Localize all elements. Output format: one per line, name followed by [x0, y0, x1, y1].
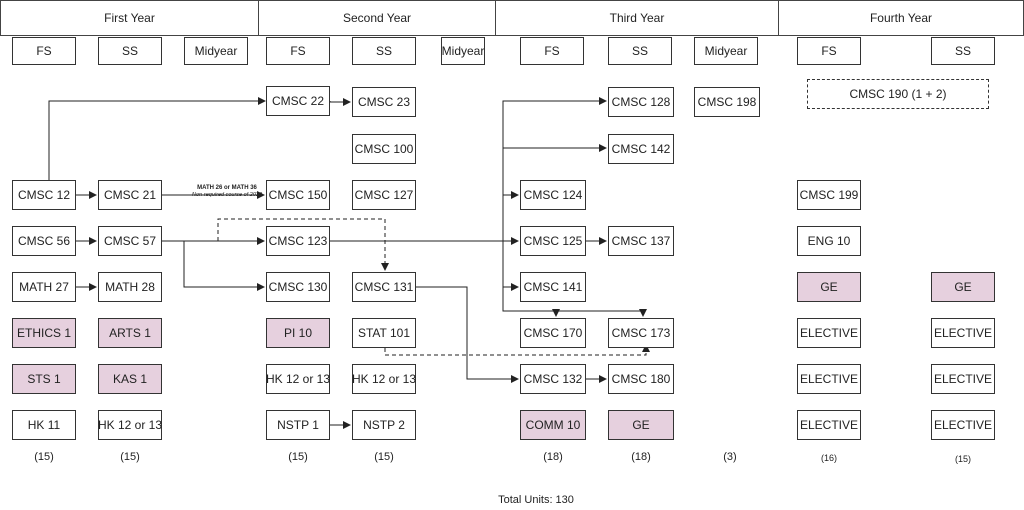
year-header-second: Second Year	[258, 0, 496, 36]
math-note: MATH 26 or MATH 36 Non-required course o…	[186, 185, 268, 199]
arrow-cmsc131-cmsc132	[416, 286, 519, 383]
units-y2fs: (15)	[288, 451, 308, 463]
course-cmsc137[interactable]: CMSC 137	[608, 226, 674, 256]
arrow-cmsc57-cmsc131	[217, 218, 389, 271]
course-nstp1[interactable]: NSTP 1	[266, 410, 330, 440]
course-elective-fs3[interactable]: ELECTIVE	[797, 410, 861, 440]
arrow-branch-lower	[502, 287, 647, 317]
course-kas1[interactable]: KAS 1	[98, 364, 162, 394]
course-cmsc124[interactable]: CMSC 124	[520, 180, 586, 210]
course-cmsc123[interactable]: CMSC 123	[266, 226, 330, 256]
course-cmsc12[interactable]: CMSC 12	[12, 180, 76, 210]
units-y3ss: (18)	[631, 451, 651, 463]
units-y2ss: (15)	[374, 451, 394, 463]
units-y4fs: (16)	[820, 453, 838, 463]
sem-y1-fs: FS	[12, 37, 76, 65]
course-ge-y4fs[interactable]: GE	[797, 272, 861, 302]
course-cmsc23[interactable]: CMSC 23	[352, 87, 416, 117]
course-hk12-13-y2fs[interactable]: HK 12 or 13	[266, 364, 330, 394]
sem-y1-ss: SS	[98, 37, 162, 65]
course-cmsc127[interactable]: CMSC 127	[352, 180, 416, 210]
course-cmsc125[interactable]: CMSC 125	[520, 226, 586, 256]
units-y4ss: (15)	[954, 454, 972, 464]
course-hk12-13-y2ss[interactable]: HK 12 or 13	[352, 364, 416, 394]
course-cmsc198[interactable]: CMSC 198	[694, 87, 760, 117]
course-cmsc132[interactable]: CMSC 132	[520, 364, 586, 394]
course-eng10[interactable]: ENG 10	[797, 226, 861, 256]
year-header-third: Third Year	[495, 0, 779, 36]
course-cmsc150[interactable]: CMSC 150	[266, 180, 330, 210]
units-y3mid: (3)	[723, 451, 737, 463]
sem-y4-ss: SS	[931, 37, 995, 65]
course-cmsc173[interactable]: CMSC 173	[608, 318, 674, 348]
arrow-branch-cmsc141	[502, 241, 519, 291]
sem-y3-fs: FS	[520, 37, 584, 65]
course-arts1[interactable]: ARTS 1	[98, 318, 162, 348]
course-ge-y4ss[interactable]: GE	[931, 272, 995, 302]
course-cmsc180[interactable]: CMSC 180	[608, 364, 674, 394]
sem-y3-midyear: Midyear	[694, 37, 758, 65]
units-y1ss: (15)	[120, 451, 140, 463]
course-cmsc100[interactable]: CMSC 100	[352, 134, 416, 164]
course-cmsc21[interactable]: CMSC 21	[98, 180, 162, 210]
course-stat101[interactable]: STAT 101	[352, 318, 416, 348]
course-elective-fs2[interactable]: ELECTIVE	[797, 364, 861, 394]
course-cmsc141[interactable]: CMSC 141	[520, 272, 586, 302]
arrow-cmsc22-cmsc23	[329, 98, 351, 106]
math-note-line2: Non-required course of 2023	[191, 192, 262, 198]
course-pi10[interactable]: PI 10	[266, 318, 330, 348]
course-ethics1[interactable]: ETHICS 1	[12, 318, 76, 348]
arrow-stat101-cmsc173	[384, 344, 650, 356]
arrow-branch-spine	[502, 97, 607, 241]
sem-y4-fs: FS	[797, 37, 861, 65]
course-elective-ss1[interactable]: ELECTIVE	[931, 318, 995, 348]
course-elective-ss3[interactable]: ELECTIVE	[931, 410, 995, 440]
total-units: Total Units: 130	[498, 494, 574, 506]
course-hk12-13-y1[interactable]: HK 12 or 13	[98, 410, 162, 440]
course-cmsc199[interactable]: CMSC 199	[797, 180, 861, 210]
units-y3fs: (18)	[543, 451, 563, 463]
year-header-fourth: Fourth Year	[778, 0, 1024, 36]
course-elective-fs1[interactable]: ELECTIVE	[797, 318, 861, 348]
sem-y3-ss: SS	[608, 37, 672, 65]
course-math27[interactable]: MATH 27	[12, 272, 76, 302]
course-cmsc56[interactable]: CMSC 56	[12, 226, 76, 256]
sem-y1-midyear: Midyear	[184, 37, 248, 65]
course-cmsc57[interactable]: CMSC 57	[98, 226, 162, 256]
course-cmsc22[interactable]: CMSC 22	[266, 86, 330, 116]
year-header-first: First Year	[0, 0, 259, 36]
sem-y2-ss: SS	[352, 37, 416, 65]
course-cmsc190[interactable]: CMSC 190 (1 + 2)	[807, 79, 989, 109]
sem-y2-fs: FS	[266, 37, 330, 65]
course-elective-ss2[interactable]: ELECTIVE	[931, 364, 995, 394]
course-ge-y3[interactable]: GE	[608, 410, 674, 440]
sem-y2-midyear: Midyear	[441, 37, 485, 65]
course-cmsc142[interactable]: CMSC 142	[608, 134, 674, 164]
math-note-line1: MATH 26 or MATH 36	[197, 185, 257, 191]
course-math28[interactable]: MATH 28	[98, 272, 162, 302]
arrow-cmsc12-cmsc22	[48, 97, 266, 180]
course-comm10[interactable]: COMM 10	[520, 410, 586, 440]
course-cmsc130[interactable]: CMSC 130	[266, 272, 330, 302]
units-y1fs: (15)	[34, 451, 54, 463]
course-hk11[interactable]: HK 11	[12, 410, 76, 440]
course-cmsc170[interactable]: CMSC 170	[520, 318, 586, 348]
course-cmsc128[interactable]: CMSC 128	[608, 87, 674, 117]
course-sts1[interactable]: STS 1	[12, 364, 76, 394]
course-cmsc131[interactable]: CMSC 131	[352, 272, 416, 302]
arrow-cmsc57-cmsc130	[183, 241, 265, 291]
course-nstp2[interactable]: NSTP 2	[352, 410, 416, 440]
